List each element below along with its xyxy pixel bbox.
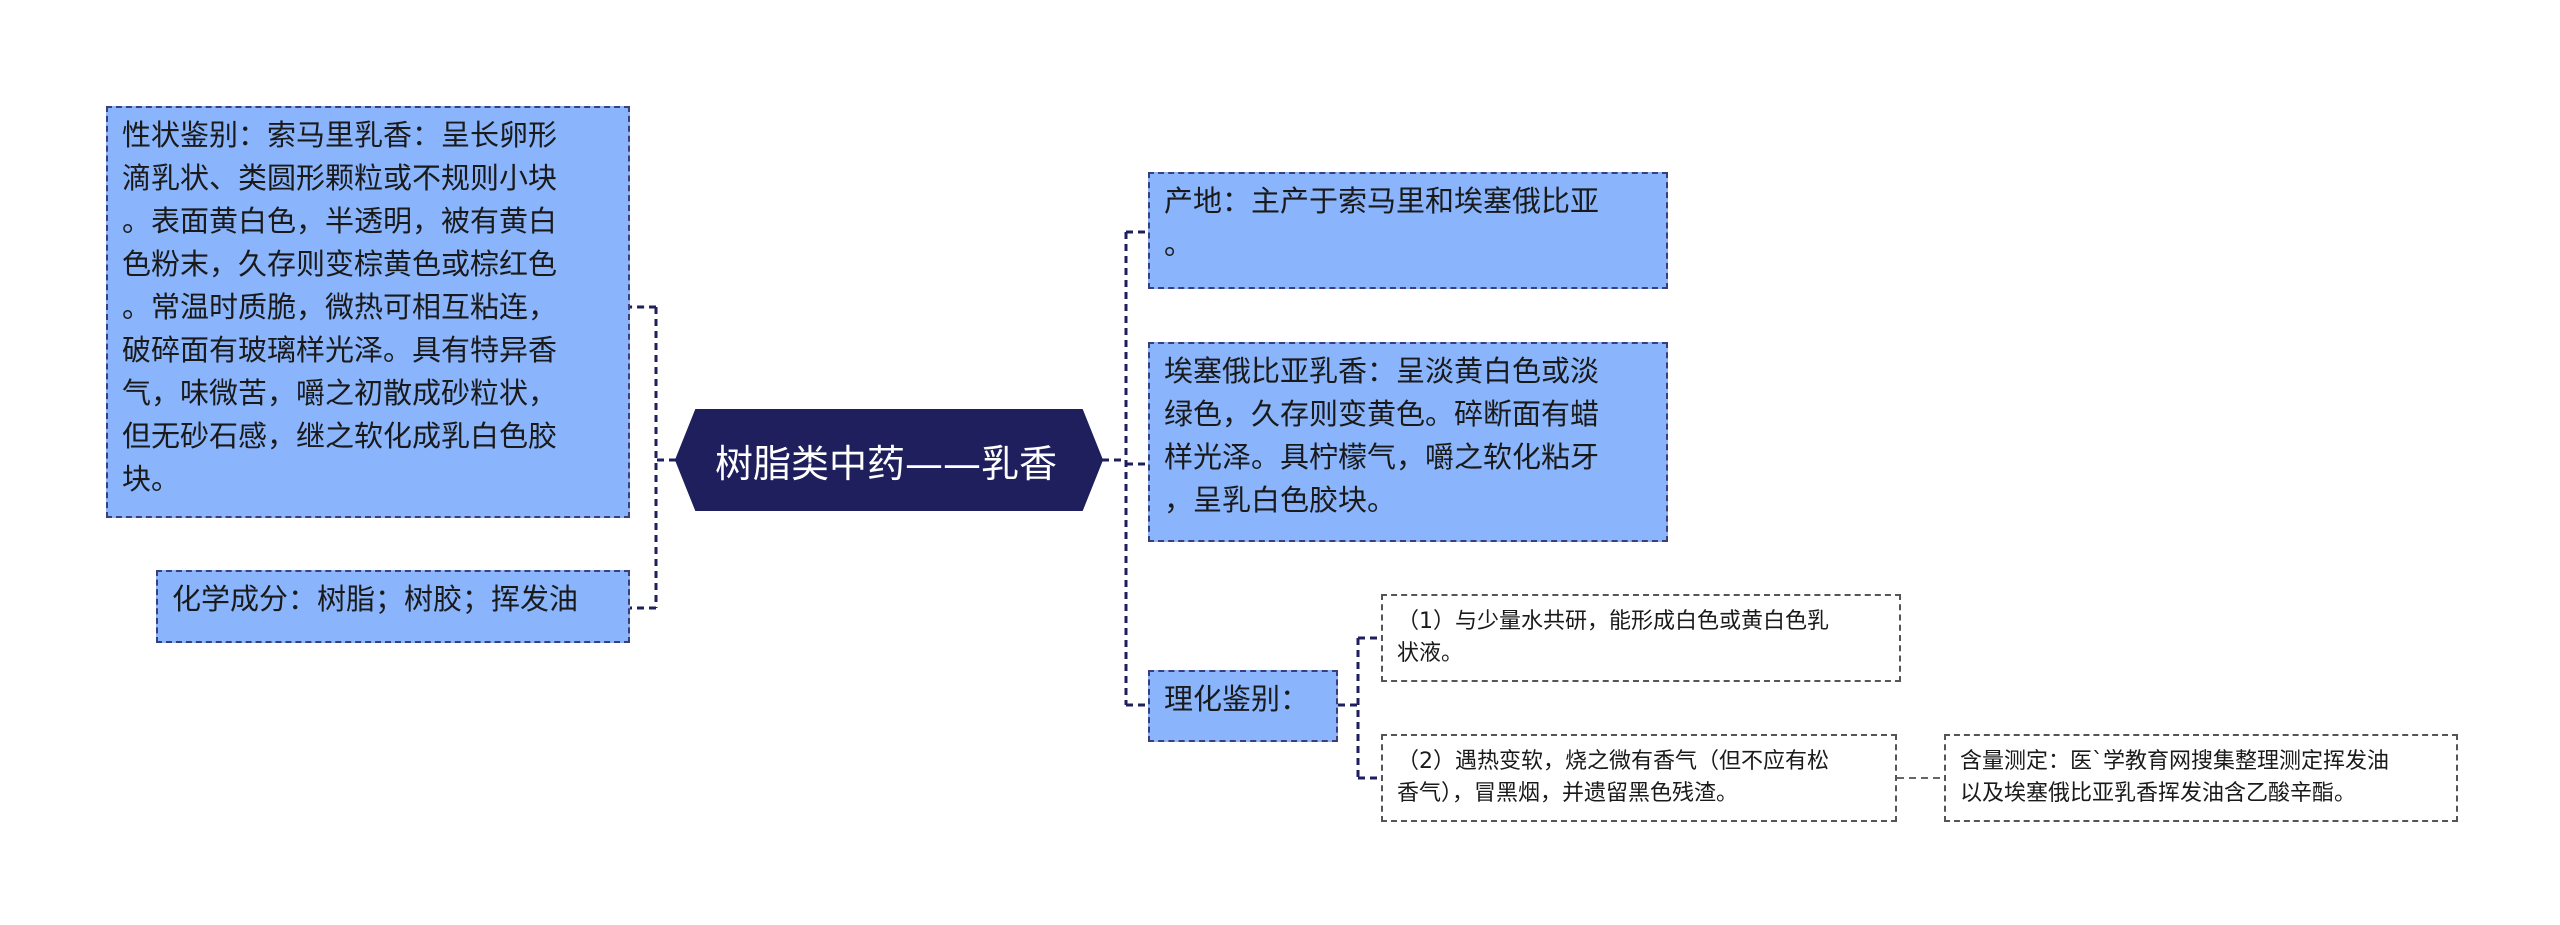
root-node-label[interactable]: 树脂类中药——乳香 bbox=[714, 441, 1057, 486]
node-chemistry[interactable]: 化学成分：树脂；树胶；挥发油 bbox=[156, 570, 630, 643]
node-assay[interactable]: 含量测定：医`学教育网搜集整理测定挥发油 以及埃塞俄比亚乳香挥发油含乙酸辛酯。 bbox=[1944, 734, 2458, 822]
node-appearance[interactable]: 性状鉴别：索马里乳香：呈长卵形 滴乳状、类圆形颗粒或不规则小块 。表面黄白色，半… bbox=[106, 106, 630, 518]
node-test2[interactable]: （2）遇热变软，烧之微有香气（但不应有松 香气），冒黑烟，并遗留黑色残渣。 bbox=[1381, 734, 1897, 822]
node-test1[interactable]: （1）与少量水共研，能形成白色或黄白色乳 状液。 bbox=[1381, 594, 1901, 682]
node-origin[interactable]: 产地：主产于索马里和埃塞俄比亚 。 bbox=[1148, 172, 1668, 289]
node-chemistry-text: 化学成分：树脂；树胶；挥发油 bbox=[172, 582, 579, 616]
node-origin-text: 产地：主产于索马里和埃塞俄比亚 。 bbox=[1164, 184, 1600, 261]
node-assay-text: 含量测定：医`学教育网搜集整理测定挥发油 以及埃塞俄比亚乳香挥发油含乙酸辛酯。 bbox=[1960, 749, 2390, 806]
node-physchem-text: 理化鉴别： bbox=[1164, 682, 1310, 716]
node-test1-text: （1）与少量水共研，能形成白色或黄白色乳 状液。 bbox=[1397, 609, 1829, 666]
node-ethiopia[interactable]: 埃塞俄比亚乳香：呈淡黄白色或淡 绿色，久存则变黄色。碎断面有蜡 样光泽。具柠檬气… bbox=[1148, 342, 1668, 542]
node-appearance-text: 性状鉴别：索马里乳香：呈长卵形 滴乳状、类圆形颗粒或不规则小块 。表面黄白色，半… bbox=[122, 118, 558, 496]
node-ethiopia-text: 埃塞俄比亚乳香：呈淡黄白色或淡 绿色，久存则变黄色。碎断面有蜡 样光泽。具柠檬气… bbox=[1164, 354, 1600, 517]
node-test2-text: （2）遇热变软，烧之微有香气（但不应有松 香气），冒黑烟，并遗留黑色残渣。 bbox=[1397, 749, 1829, 806]
node-physchem[interactable]: 理化鉴别： bbox=[1148, 670, 1338, 742]
